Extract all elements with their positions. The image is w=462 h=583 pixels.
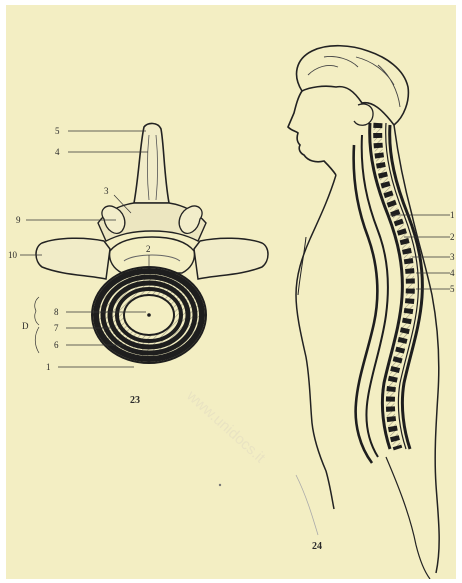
spine-label-2: 2: [450, 232, 455, 242]
spine-label-4: 4: [450, 268, 455, 278]
spine-label-3: 3: [450, 252, 455, 262]
face-profile: [288, 91, 336, 175]
body-front-outline: [296, 175, 336, 509]
label-8: 8: [54, 307, 59, 317]
illustration-canvas: 5 4 3 9 10 2 8 7 6 1 D 23: [6, 5, 456, 579]
spine-label-5: 5: [450, 284, 455, 294]
label-4: 4: [55, 147, 60, 157]
figure-23-caption: 23: [130, 395, 140, 406]
spine-label-1: 1: [450, 210, 455, 220]
label-2: 2: [146, 244, 151, 254]
vertebra-diagram: 5 4 3 9 10 2 8 7 6 1 D 23: [8, 123, 268, 406]
label-5: 5: [55, 126, 60, 136]
hair: [297, 46, 409, 125]
label-d: D: [22, 321, 29, 331]
book-page: 5 4 3 9 10 2 8 7 6 1 D 23: [6, 5, 456, 579]
figure-24-caption: 24: [312, 541, 322, 552]
watermark: www.unidocs.it: [183, 387, 269, 467]
spinous-process: [134, 123, 169, 203]
spine-profile-diagram: 1 2 3 4 5 24: [288, 46, 455, 579]
spinal-column: [354, 123, 423, 463]
label-9: 9: [16, 215, 21, 225]
label-6: 6: [54, 340, 59, 350]
left-transverse-process: [36, 238, 110, 279]
intervertebral-disc: [92, 267, 206, 363]
label-3: 3: [104, 186, 109, 196]
label-1: 1: [46, 362, 51, 372]
label-10: 10: [8, 250, 18, 260]
label-7: 7: [54, 323, 59, 333]
right-transverse-process: [194, 238, 268, 279]
